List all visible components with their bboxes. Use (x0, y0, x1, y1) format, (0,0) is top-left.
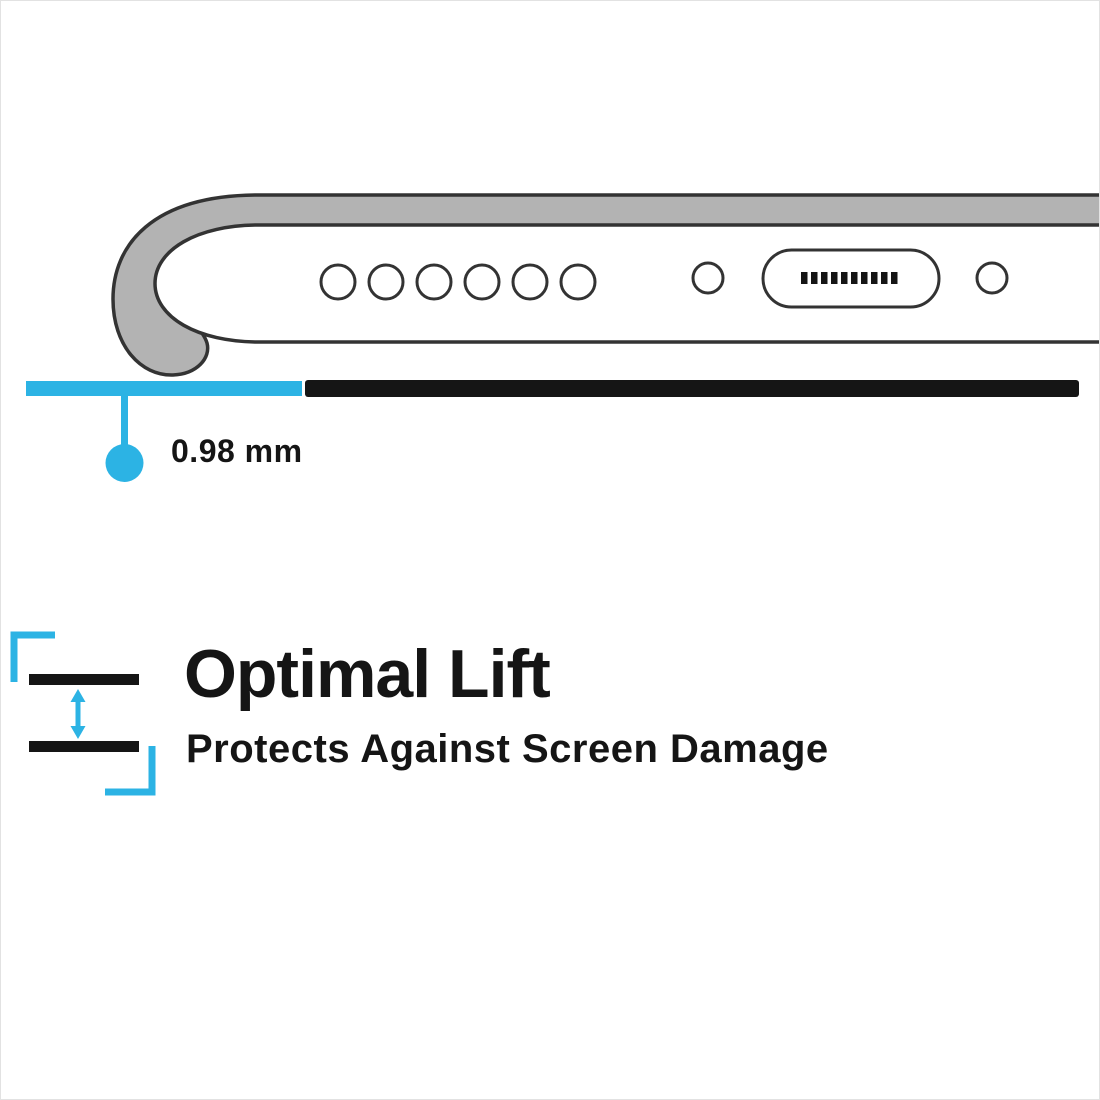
speaker-holes (319, 263, 597, 301)
lift-icon (10, 631, 156, 796)
measurement-indicator (105, 396, 144, 482)
speaker-hole (559, 263, 597, 301)
screw-hole (975, 261, 1009, 295)
arrow-up-head-icon (70, 689, 86, 702)
phone-body (153, 223, 1099, 344)
charging-port (761, 248, 941, 309)
surface-bars (26, 380, 1079, 397)
speaker-hole (319, 263, 357, 301)
measurement-stem (121, 396, 128, 448)
charging-port-pins (801, 272, 898, 284)
lift-top-surface (29, 674, 139, 685)
bracket-bottom-right-icon (105, 746, 156, 796)
arrow-down-head-icon (70, 726, 86, 739)
speaker-hole (511, 263, 549, 301)
measurement-dot-icon (105, 444, 144, 482)
lift-gap-bar (26, 381, 302, 396)
feature-title: Optimal Lift (184, 636, 551, 712)
bracket-top-left-icon (10, 631, 55, 682)
speaker-hole (463, 263, 501, 301)
gap-measurement-label: 0.98 mm (171, 433, 303, 469)
microphone-hole (691, 261, 725, 295)
lift-bottom-surface (29, 741, 139, 752)
phone-bottom-edge-illustration (111, 193, 1099, 377)
feature-subtitle: Protects Against Screen Damage (186, 727, 829, 771)
speaker-hole (415, 263, 453, 301)
speaker-hole (367, 263, 405, 301)
surface-bar (305, 380, 1079, 397)
